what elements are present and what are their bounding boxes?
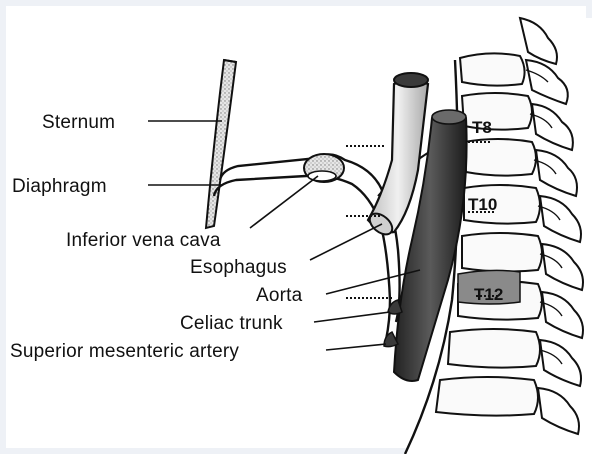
- superior-mesenteric-artery-label: Superior mesenteric artery: [10, 341, 239, 362]
- diaphragm-label: Diaphragm: [12, 176, 107, 197]
- aorta-label: Aorta: [256, 285, 303, 306]
- inferior-vena-cava-label: Inferior vena cava: [66, 230, 221, 251]
- sternum-label: Sternum: [42, 112, 115, 133]
- inferior-vena-cava-shape: [304, 154, 344, 182]
- t10-label: T10: [468, 195, 497, 214]
- sternum-shape: [206, 60, 236, 228]
- esophagus-label: Esophagus: [190, 257, 287, 278]
- celiac-trunk-label: Celiac trunk: [180, 313, 283, 334]
- t12-label: T12: [474, 285, 503, 304]
- t8-label: T8: [472, 118, 492, 137]
